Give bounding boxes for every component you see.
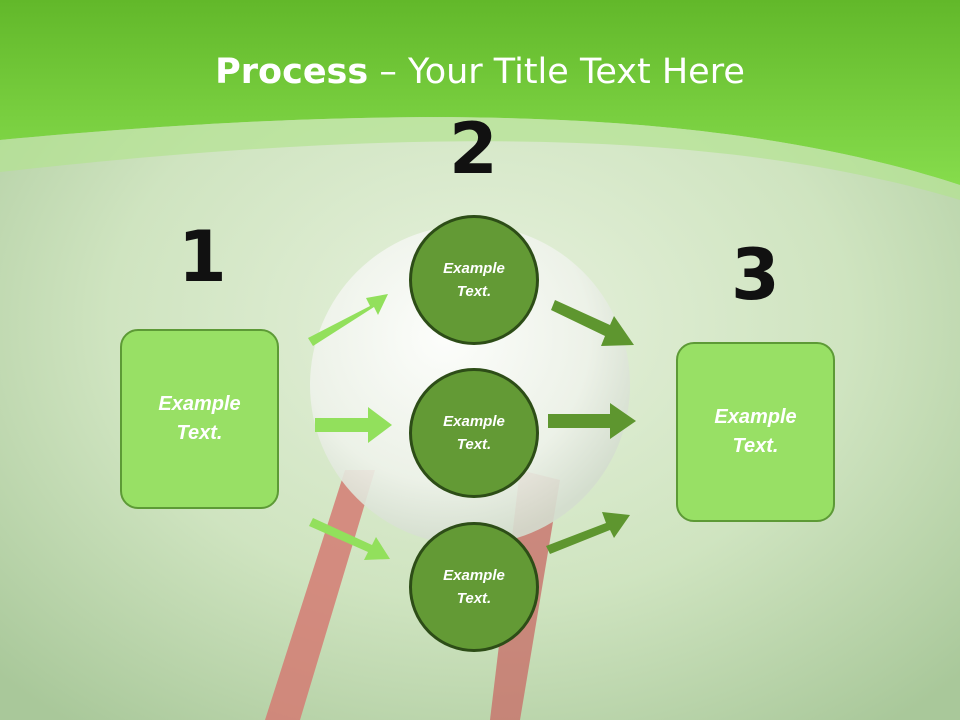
title-rest: – Your Title Text Here	[368, 52, 745, 92]
step-number-3: 3	[731, 234, 780, 316]
step-2-circle-top: Example Text.	[409, 215, 539, 345]
step-3-box: Example Text.	[676, 342, 835, 522]
step-2-text-top: Example Text.	[443, 260, 505, 300]
step-2-text-bottom: Example Text.	[443, 567, 505, 607]
slide-title: Process – Your Title Text Here	[0, 52, 960, 92]
step-2-circle-middle: Example Text.	[409, 368, 539, 498]
step-number-1: 1	[178, 216, 227, 298]
step-2-text-middle: Example Text.	[443, 413, 505, 453]
step-3-text: Example Text.	[714, 406, 797, 457]
step-number-2: 2	[449, 108, 498, 190]
title-bold: Process	[215, 52, 369, 92]
step-2-circle-bottom: Example Text.	[409, 522, 539, 652]
step-1-text: Example Text.	[158, 393, 241, 444]
step-1-box: Example Text.	[120, 329, 279, 509]
